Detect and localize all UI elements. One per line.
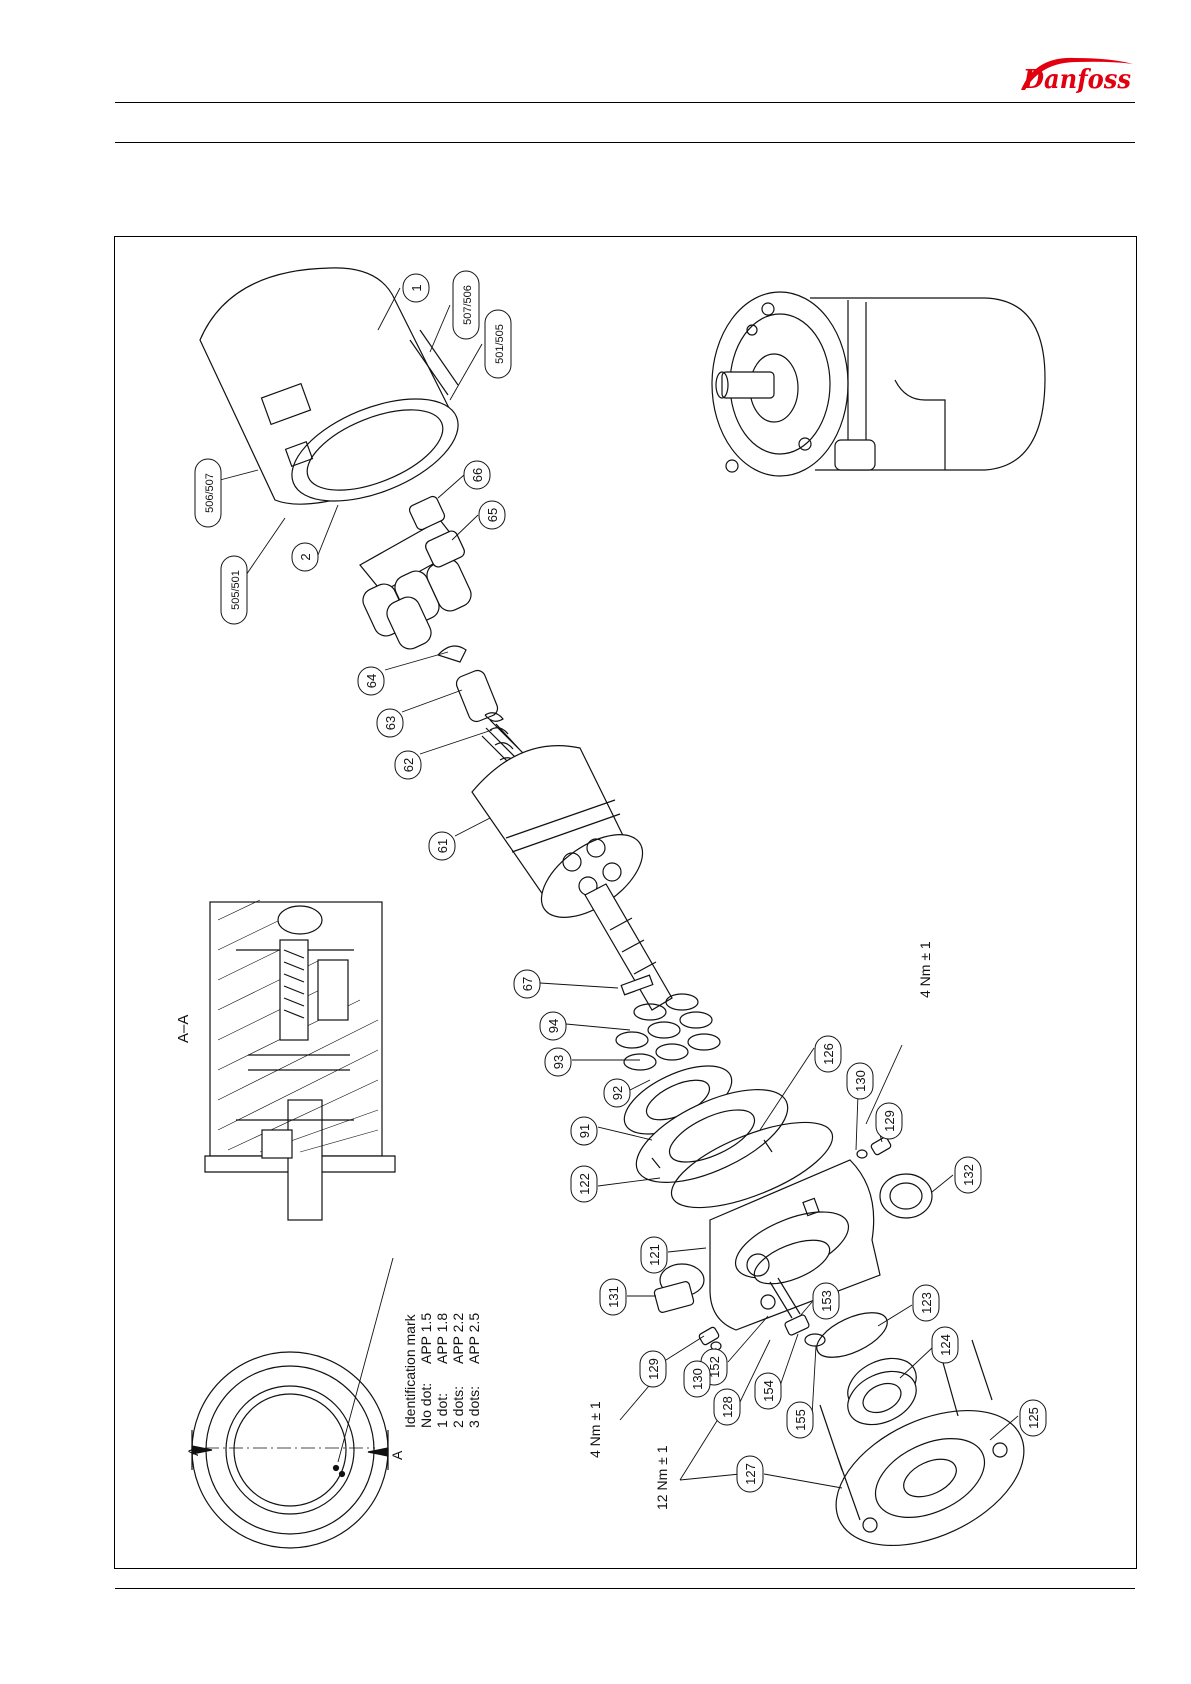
section-label: A–A [175,1015,192,1043]
identification-value-3: APP 2.2 [450,1313,466,1364]
identification-key-4: 3 dots: [466,1386,482,1428]
identification-value-4: APP 2.5 [466,1313,482,1364]
section-mark-left: A [185,1446,201,1456]
identification-mark-note: Identification mark No dot: APP 1.5 1 do… [402,1313,482,1428]
identification-key-2: 1 dot: [434,1393,450,1428]
identification-value-1: APP 1.5 [418,1313,434,1364]
section-mark-right: A [389,1450,405,1460]
identification-title: Identification mark [402,1313,418,1428]
identification-key-3: 2 dots: [450,1386,466,1428]
identification-value-2: APP 1.8 [434,1313,450,1364]
identification-key-1: No dot: [418,1383,434,1428]
